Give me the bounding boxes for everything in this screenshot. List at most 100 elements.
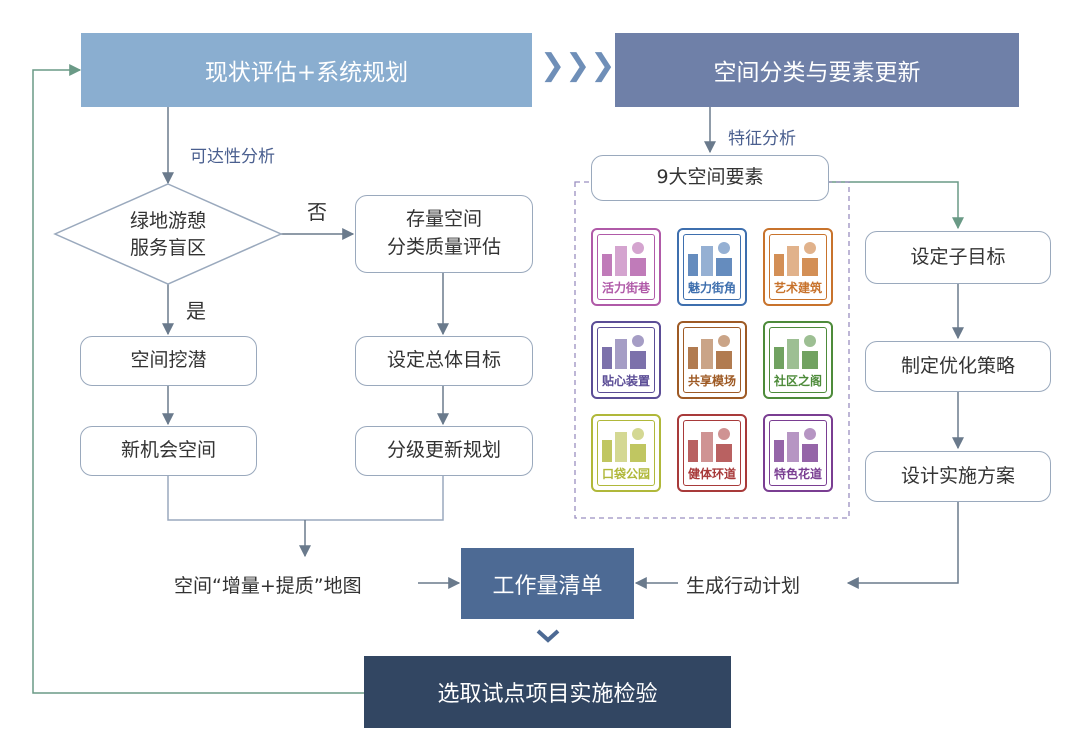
tile-illustration-shape (716, 258, 732, 276)
tile-inner-frame (683, 327, 741, 393)
strategy-box: 制定优化策略 (865, 341, 1051, 392)
yes-label: 是 (186, 299, 206, 323)
tile-illustration-shape (602, 347, 612, 369)
tile-label: 社区之阁 (773, 374, 822, 388)
tile-illustration-shape (615, 339, 627, 369)
tile-illustration-shape (688, 347, 698, 369)
space-potential-box: 空间挖潜 (80, 336, 257, 386)
tile-inner-frame (769, 327, 827, 393)
strategy-text: 制定优化策略 (900, 354, 1015, 377)
new-opportunity-box: 新机会空间 (80, 426, 257, 476)
tile-illustration-icon (774, 242, 818, 276)
tile-illustration-shape (802, 444, 818, 462)
tile-illustration-shape (615, 432, 627, 462)
space-element-tile: 社区之阁 (763, 321, 833, 399)
decision-line2: 服务盲区 (129, 236, 206, 259)
tile-inner-frame (597, 420, 655, 486)
tier-plan-box: 分级更新规划 (355, 426, 533, 476)
arrow-nine-to-subgoal (829, 181, 964, 230)
decision-line1: 绿地游憩 (129, 210, 206, 232)
tile-label: 共享模场 (687, 374, 736, 388)
nine-elements-text: 9大空间要素 (656, 166, 764, 189)
tile-illustration-shape (632, 242, 644, 254)
tile-illustration-shape (774, 440, 784, 462)
tile-illustration-shape (787, 432, 799, 462)
tile-illustration-shape (716, 444, 732, 462)
tile-illustration-shape (632, 428, 644, 440)
tile-illustration-shape (701, 339, 713, 369)
decision-text: 绿地游憩 服务盲区 (95, 208, 241, 261)
banner-current-assessment: 现状评估+系统规划 (81, 33, 532, 107)
impl-plan-box: 设计实施方案 (865, 451, 1051, 502)
stock-line1: 存量空间 (405, 208, 482, 231)
tile-label: 魅力街角 (687, 281, 736, 295)
tile-inner-frame (597, 234, 655, 300)
tile-illustration-icon (602, 335, 646, 369)
overall-goal-box: 设定总体目标 (355, 336, 533, 386)
tile-illustration-shape (632, 335, 644, 347)
tile-illustration-shape (602, 440, 612, 462)
tile-illustration-shape (688, 254, 698, 276)
action-plan-label: 生成行动计划 (686, 575, 801, 597)
tile-illustration-icon (774, 335, 818, 369)
space-potential-text: 空间挖潜 (130, 349, 207, 372)
nine-elements-box: 9大空间要素 (591, 155, 829, 201)
tile-label: 健体环道 (687, 467, 736, 481)
tile-illustration-shape (774, 347, 784, 369)
impl-plan-text: 设计实施方案 (900, 464, 1015, 487)
tile-illustration-shape (804, 335, 816, 347)
space-element-tile: 健体环道 (677, 414, 747, 492)
tile-illustration-shape (630, 351, 646, 369)
tile-inner-frame (769, 420, 827, 486)
tile-illustration-shape (802, 351, 818, 369)
chevron-down-icon (536, 629, 560, 643)
tile-illustration-shape (716, 351, 732, 369)
tile-inner-frame (683, 420, 741, 486)
tile-illustration-shape (804, 242, 816, 254)
tile-illustration-shape (787, 339, 799, 369)
tile-illustration-shape (602, 254, 612, 276)
stock-space-box: 存量空间 分类质量评估 (355, 195, 533, 273)
tile-inner-frame (597, 327, 655, 393)
tile-illustration-shape (630, 258, 646, 276)
pilot-text: 选取试点项目实施检验 (437, 682, 658, 707)
tile-illustration-shape (701, 432, 713, 462)
tile-illustration-shape (718, 428, 730, 440)
tile-illustration-icon (602, 242, 646, 276)
space-element-tile: 口袋公园 (591, 414, 661, 492)
space-element-tile: 魅力街角 (677, 228, 747, 306)
overall-goal-text: 设定总体目标 (386, 349, 501, 372)
tile-inner-frame (683, 234, 741, 300)
tile-label: 艺术建筑 (773, 281, 822, 295)
workload-text: 工作量清单 (492, 573, 603, 599)
sub-goal-text: 设定子目标 (910, 245, 1006, 268)
feature-analysis-label: 特征分析 (728, 129, 796, 149)
arrow-impl-to-action (846, 502, 959, 589)
new-opportunity-text: 新机会空间 (120, 439, 216, 462)
tier-plan-text: 分级更新规划 (386, 439, 501, 462)
banner-space-classification-text: 空间分类与要素更新 (713, 60, 921, 86)
space-element-tile: 共享模场 (677, 321, 747, 399)
accessibility-label: 可达性分析 (190, 147, 275, 167)
space-element-tile: 贴心装置 (591, 321, 661, 399)
workload-box: 工作量清单 (461, 548, 634, 619)
chevron-right-icon: ❯❯❯ (540, 48, 616, 83)
map-label: 空间“增量+提质”地图 (174, 575, 362, 597)
sub-goal-box: 设定子目标 (865, 231, 1051, 284)
banner-current-assessment-text: 现状评估+系统规划 (204, 60, 409, 86)
tile-illustration-shape (701, 246, 713, 276)
decision-diamond (53, 183, 283, 285)
tile-illustration-shape (804, 428, 816, 440)
feedback-loop-line (32, 64, 364, 694)
tile-illustration-icon (774, 428, 818, 462)
space-element-tile: 活力街巷 (591, 228, 661, 306)
tile-label: 特色花道 (773, 467, 822, 481)
tile-illustration-shape (718, 242, 730, 254)
tile-illustration-shape (615, 246, 627, 276)
tile-illustration-shape (787, 246, 799, 276)
tile-illustration-shape (718, 335, 730, 347)
pilot-banner: 选取试点项目实施检验 (364, 656, 731, 728)
tile-illustration-shape (630, 444, 646, 462)
tile-label: 活力街巷 (601, 281, 650, 295)
